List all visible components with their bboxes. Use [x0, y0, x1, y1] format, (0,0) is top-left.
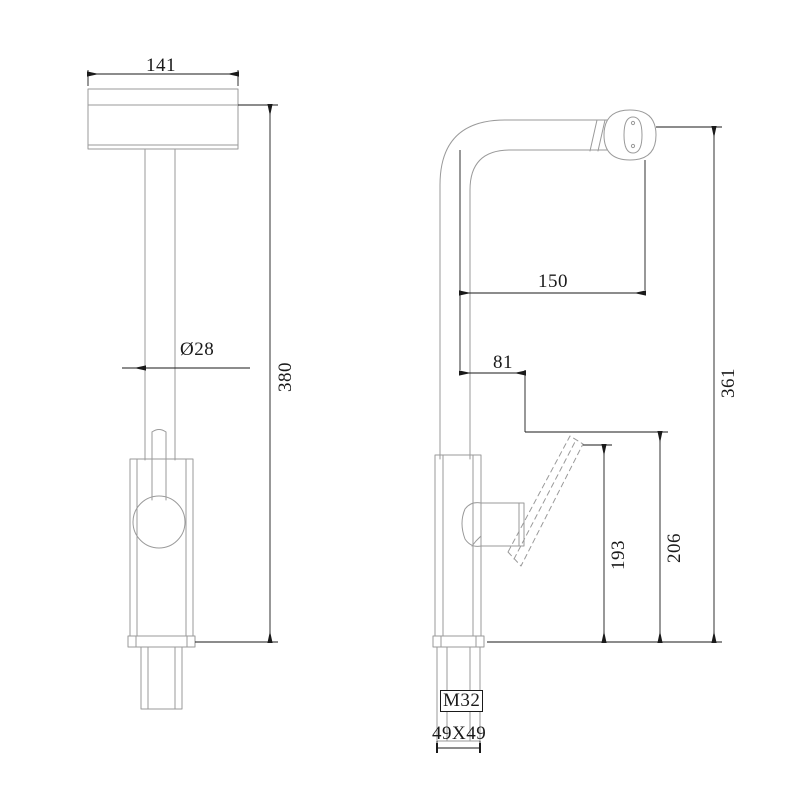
dim-total-height	[195, 104, 278, 643]
side-lever-handle-open	[507, 435, 584, 567]
dim-label-lever-offset: 81	[493, 352, 513, 373]
front-threaded-shank	[140, 646, 183, 710]
dim-label-spout-reach: 150	[538, 271, 568, 292]
side-lever-handle	[461, 502, 525, 547]
side-gooseneck-inner	[469, 149, 608, 460]
dim-label-base-footprint: 49X49	[432, 723, 487, 744]
side-gooseneck-outer	[439, 119, 608, 460]
dim-label-lever-height-lower: 193	[608, 540, 629, 570]
dim-label-spout-height: 361	[718, 368, 739, 398]
dim-label-plate-width: 141	[146, 55, 176, 76]
dim-label-total-height: 380	[275, 362, 296, 392]
dim-plate-width	[87, 70, 239, 86]
dim-spout-reach	[459, 150, 646, 296]
dim-label-tube-diameter: Ø28	[180, 339, 215, 360]
dim-label-lever-height-upper: 206	[664, 533, 685, 563]
side-spout-collar	[589, 119, 606, 152]
front-lever-knob	[132, 495, 186, 549]
front-riser-tube	[144, 148, 176, 461]
dim-lever-height-upper	[487, 431, 668, 643]
side-aerator-head	[603, 109, 657, 161]
dim-lever-offset	[459, 290, 526, 432]
dim-lever-height-lower	[487, 444, 612, 643]
dim-spout-height	[487, 126, 722, 643]
dim-base-footprint	[436, 741, 481, 753]
dim-label-thread-spec: M32	[440, 690, 484, 712]
front-lever-stem	[151, 429, 167, 501]
front-top-plate	[87, 88, 239, 150]
